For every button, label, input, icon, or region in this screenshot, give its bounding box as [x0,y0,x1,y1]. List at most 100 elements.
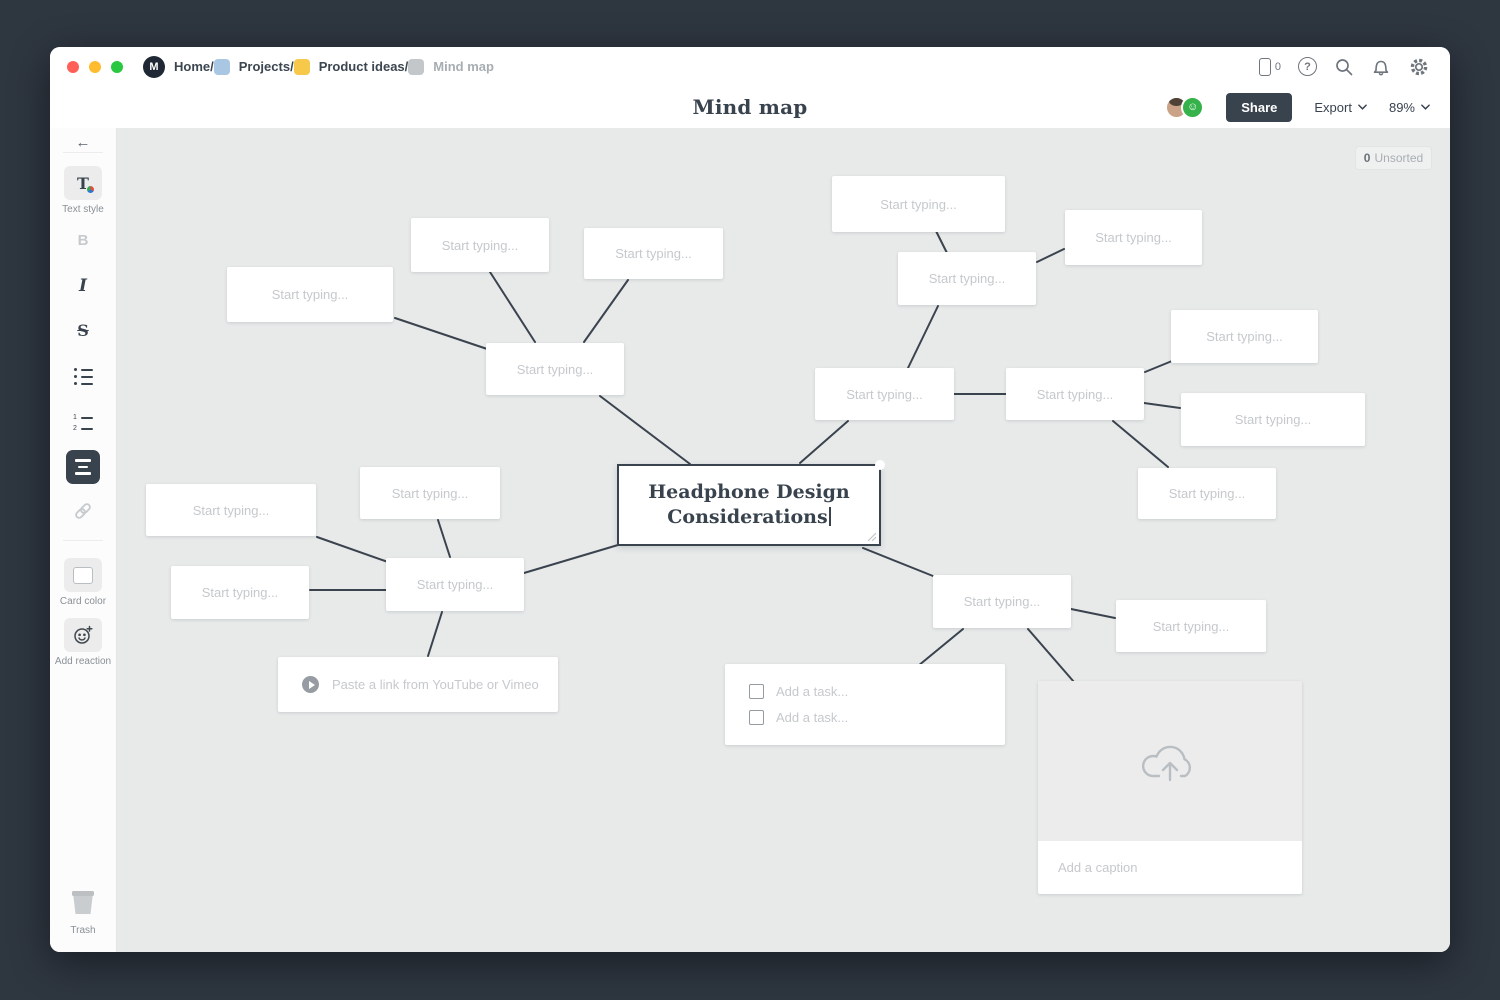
mindmap-node[interactable]: Start typing... [815,368,954,420]
numbered-list-button[interactable]: 1 2 [73,414,93,432]
page-title: Mind map [692,95,808,119]
align-line [78,465,88,469]
topbar: M Home / Projects / Product ideas / Mind… [50,47,1450,128]
connection-line [799,420,849,464]
chevron-down-icon [1358,104,1367,110]
breadcrumb-item-product-ideas[interactable]: Product ideas [293,58,405,75]
connection-line [437,519,451,558]
mindmap-node[interactable]: Start typing... [1181,393,1365,446]
yellow-board-icon [293,58,310,75]
mindmap-node[interactable]: Start typing... [227,267,393,322]
link-icon[interactable] [72,500,94,522]
help-button[interactable]: ? [1298,57,1317,76]
window-controls [67,60,123,73]
play-icon [302,676,319,693]
trash-icon [72,891,94,914]
divider [63,540,103,541]
align-line [75,472,91,475]
mindmap-node[interactable]: Start typing... [933,575,1071,628]
text-cursor [828,507,831,526]
add-reaction-label: Add reaction [54,656,112,667]
divider [63,152,103,153]
image-upload-card[interactable]: Add a caption [1038,681,1302,894]
mindmap-node[interactable]: Start typing... [832,176,1005,232]
strikethrough-button[interactable]: S [77,321,89,340]
notifications-bell-icon[interactable] [1371,57,1391,77]
mindmap-node[interactable]: Start typing... [1006,368,1144,420]
unsorted-count: 0 [1363,151,1371,165]
color-dot-icon [87,186,94,193]
minimize-window-button[interactable] [89,60,101,73]
blue-board-icon [213,58,230,75]
resize-handle[interactable] [866,531,876,541]
avatar[interactable]: ☺ [1181,95,1205,119]
card-color-button[interactable] [64,558,102,592]
task-row: Add a task... [749,710,1005,725]
trash-button[interactable] [50,888,116,916]
breadcrumb-item-home[interactable]: M Home [143,55,211,78]
title-row: Mind map ☺ Share Export 89% [50,86,1450,128]
connection-line [1036,248,1065,263]
image-drop-zone[interactable] [1038,681,1302,841]
image-caption-input[interactable]: Add a caption [1058,860,1138,875]
bold-button[interactable]: B [77,232,89,249]
mindmap-node[interactable]: Start typing... [1065,210,1202,265]
mindmap-node[interactable]: Start typing... [411,218,549,272]
mindmap-canvas[interactable]: Headphone Design Considerations Paste a … [117,128,1450,952]
export-label: Export [1314,99,1352,115]
close-window-button[interactable] [67,60,79,73]
mobile-devices-button[interactable]: 0 [1258,57,1281,76]
mindmap-node[interactable]: Start typing... [584,228,723,279]
task-placeholder[interactable]: Add a task... [776,710,849,725]
unsorted-label: Unsorted [1374,151,1424,165]
breadcrumb-label: Projects [238,59,291,74]
mindmap-node[interactable]: Start typing... [486,343,624,395]
breadcrumb-separator: / [290,59,294,74]
connection-line [583,279,629,343]
export-menu[interactable]: Export [1314,100,1367,115]
task-placeholder[interactable]: Add a task... [776,684,849,699]
mindmap-node[interactable]: Start typing... [386,558,524,611]
mindmap-center-node[interactable]: Headphone Design Considerations [617,460,885,546]
unsorted-badge[interactable]: 0 Unsorted [1355,146,1432,170]
collapse-sidebar-button[interactable]: ← [75,134,91,151]
zoom-level-menu[interactable]: 89% [1389,100,1430,115]
mindmap-node[interactable]: Start typing... [1138,468,1276,519]
video-link-card[interactable]: Paste a link from YouTube or Vimeo [278,657,558,712]
mindmap-node[interactable]: Start typing... [1171,310,1318,363]
task-checkbox[interactable] [749,710,764,725]
connection-line [907,305,939,369]
video-link-placeholder: Paste a link from YouTube or Vimeo [332,677,539,692]
connector-handle[interactable] [875,460,885,470]
settings-gear-icon[interactable] [1408,56,1430,78]
gray-board-icon [408,58,425,75]
milanote-logo-icon: M [143,55,165,78]
text-style-button[interactable]: T [64,166,102,200]
connection-line [935,230,948,254]
mindmap-node[interactable]: Start typing... [171,566,309,619]
bullet-list-button[interactable] [73,368,93,385]
mindmap-node[interactable]: Start typing... [146,484,316,536]
breadcrumb-item-projects[interactable]: Projects [213,58,291,75]
color-swatch-icon [73,566,93,584]
share-button[interactable]: Share [1226,92,1293,122]
breadcrumb-label: Home [174,59,211,74]
connection-lines [309,230,1181,683]
mindmap-node[interactable]: Start typing... [1116,600,1266,652]
task-checkbox[interactable] [749,684,764,699]
connection-line [1027,628,1075,683]
search-icon[interactable] [1334,57,1354,77]
task-card[interactable]: Add a task... Add a task... [725,664,1005,745]
center-node-text: Headphone Design Considerations [648,481,850,528]
text-align-button[interactable] [66,450,100,484]
mindmap-node[interactable]: Start typing... [360,467,500,519]
align-line [75,459,91,462]
zoom-window-button[interactable] [111,60,123,73]
connection-line [1143,402,1181,409]
breadcrumb-label: Mind map [433,59,494,74]
mindmap-node[interactable]: Start typing... [898,252,1036,305]
italic-button[interactable]: I [79,276,87,296]
connection-line [599,395,691,465]
add-reaction-button[interactable] [64,618,102,652]
task-row: Add a task... [749,684,1005,699]
